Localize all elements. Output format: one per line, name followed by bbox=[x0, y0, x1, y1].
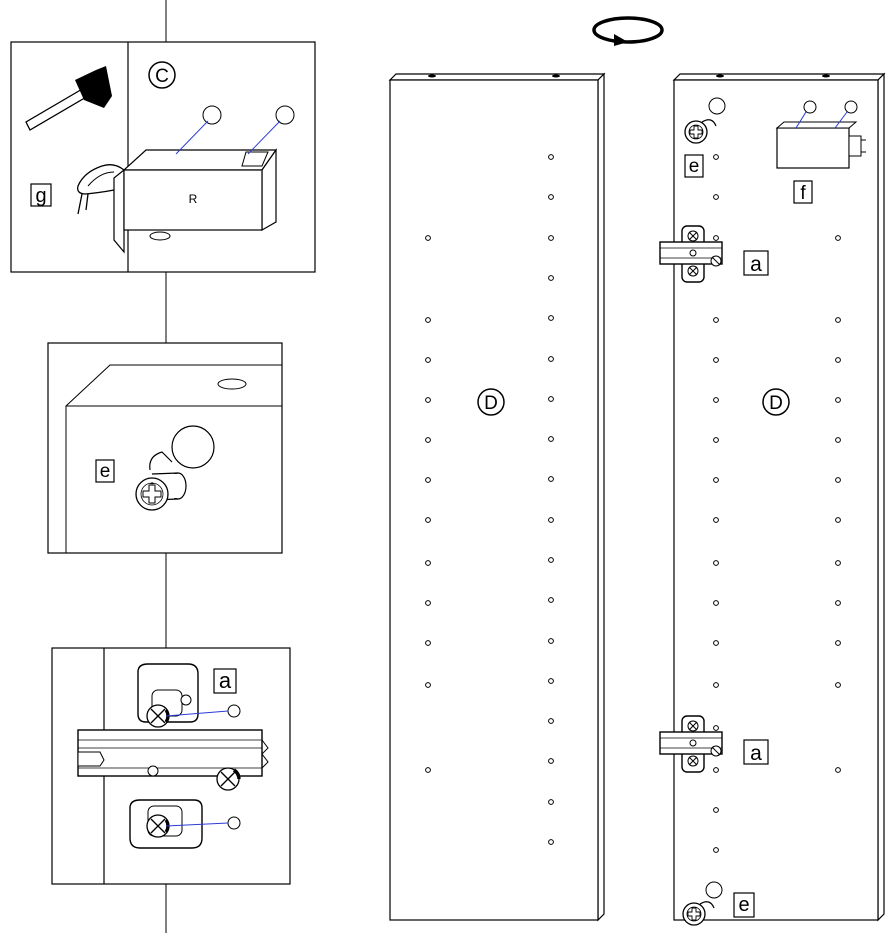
shelf-hole bbox=[425, 682, 431, 688]
step-panel-3: a bbox=[51, 647, 291, 885]
label-a-1: a bbox=[219, 668, 232, 693]
shelf-hole bbox=[713, 357, 719, 363]
shelf-hole bbox=[835, 517, 841, 523]
shelf-hole bbox=[425, 397, 431, 403]
hinge-icon bbox=[77, 663, 269, 849]
shelf-hole bbox=[713, 725, 719, 731]
label-d-1: D bbox=[484, 393, 498, 414]
shelf-hole bbox=[713, 600, 719, 606]
hammer-icon bbox=[25, 66, 112, 131]
shelf-hole bbox=[713, 437, 719, 443]
shelf-holes-right bbox=[713, 154, 841, 853]
shelf-hole bbox=[548, 718, 554, 724]
shelf-hole bbox=[548, 638, 554, 644]
label-c: C bbox=[155, 66, 169, 87]
shelf-hole bbox=[548, 194, 554, 200]
shelf-hole bbox=[425, 477, 431, 483]
shelf-hole bbox=[425, 235, 431, 241]
label-r: R bbox=[189, 192, 198, 206]
shelf-hole bbox=[548, 517, 554, 523]
shelf-hole bbox=[713, 397, 719, 403]
label-g: g bbox=[35, 185, 46, 207]
shelf-hole bbox=[425, 517, 431, 523]
shelf-hole bbox=[835, 640, 841, 646]
shelf-hole bbox=[548, 396, 554, 402]
shelf-hole bbox=[548, 436, 554, 442]
shelf-hole bbox=[713, 767, 719, 773]
shelf-hole bbox=[548, 839, 554, 845]
cam-lock-icon: + bbox=[135, 451, 187, 511]
shelf-hole bbox=[425, 317, 431, 323]
label-a-2: a bbox=[750, 253, 762, 276]
shelf-hole bbox=[548, 476, 554, 482]
shelf-hole bbox=[713, 682, 719, 688]
shelf-hole bbox=[713, 235, 719, 241]
shelf-hole bbox=[548, 758, 554, 764]
shelf-hole bbox=[548, 356, 554, 362]
shelf-hole bbox=[835, 767, 841, 773]
side-panel-d-left: D bbox=[388, 72, 606, 922]
shelf-hole bbox=[425, 600, 431, 606]
label-f: f bbox=[800, 183, 806, 204]
step-panel-2: e + bbox=[47, 342, 283, 554]
shelf-hole bbox=[713, 560, 719, 566]
shelf-hole bbox=[835, 317, 841, 323]
shelf-hole bbox=[713, 807, 719, 813]
shelf-hole bbox=[548, 315, 554, 321]
side-panel-d-right: D e f a a e bbox=[659, 72, 886, 926]
shelf-hole bbox=[835, 477, 841, 483]
shelf-hole bbox=[425, 640, 431, 646]
shelf-hole bbox=[835, 600, 841, 606]
shelf-hole bbox=[548, 678, 554, 684]
shelf-hole bbox=[548, 557, 554, 563]
shelf-hole bbox=[835, 437, 841, 443]
shelf-hole bbox=[548, 154, 554, 160]
shelf-hole bbox=[835, 357, 841, 363]
label-a-3: a bbox=[750, 742, 762, 765]
shelf-hole bbox=[713, 477, 719, 483]
label-e-1: e bbox=[100, 461, 111, 482]
svg-text:+: + bbox=[150, 481, 154, 488]
label-d-2: D bbox=[769, 393, 783, 414]
label-e-3: e bbox=[738, 894, 749, 916]
shelf-hole bbox=[835, 397, 841, 403]
shelf-hole bbox=[713, 154, 719, 160]
shelf-hole bbox=[425, 560, 431, 566]
shelf-hole bbox=[548, 235, 554, 241]
shelf-holes-left bbox=[425, 154, 554, 845]
shelf-hole bbox=[713, 847, 719, 853]
shelf-hole bbox=[713, 517, 719, 523]
shelf-hole bbox=[713, 640, 719, 646]
step-panel-1: C g R bbox=[10, 41, 316, 273]
label-e-2: e bbox=[689, 156, 700, 177]
shelf-hole bbox=[713, 317, 719, 323]
shelf-hole bbox=[835, 560, 841, 566]
shelf-hole bbox=[425, 767, 431, 773]
shelf-hole bbox=[548, 275, 554, 281]
shelf-hole bbox=[713, 194, 719, 200]
rotate-arrow-icon bbox=[592, 16, 664, 46]
shelf-hole bbox=[548, 597, 554, 603]
shelf-hole bbox=[548, 799, 554, 805]
shelf-hole bbox=[835, 682, 841, 688]
shelf-hole bbox=[425, 437, 431, 443]
shelf-hole bbox=[425, 357, 431, 363]
shelf-hole bbox=[835, 235, 841, 241]
